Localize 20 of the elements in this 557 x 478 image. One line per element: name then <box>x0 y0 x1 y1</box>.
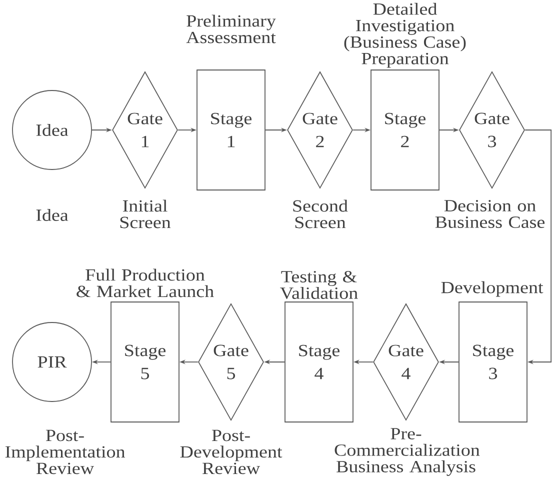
stage-box: Stage 5 <box>110 302 180 422</box>
stage-box: Stage 3 <box>458 302 528 422</box>
stage-box: Stage 4 <box>284 302 354 422</box>
node-caption: Detailed Investigation (Business Case) Preparation <box>344 2 466 68</box>
circle-node: PIR <box>12 322 92 402</box>
caption-text: Post- Implementation Review <box>5 430 126 474</box>
node-caption: Development <box>441 281 544 297</box>
node-caption: Testing & Validation <box>280 270 358 300</box>
elbow-arrow <box>524 130 552 364</box>
node-caption: Idea <box>36 209 68 221</box>
node-caption: Preliminary Assessment <box>186 14 276 44</box>
stage-box: Stage 1 <box>196 70 266 190</box>
node-caption: Full Production & Market Launch <box>76 268 214 298</box>
node-caption: Initial Screen <box>120 200 171 228</box>
circle-node: Idea <box>12 90 92 170</box>
stage-box: Stage 2 <box>370 70 440 190</box>
node-caption: Second Screen <box>293 200 348 228</box>
node-caption: Pre- Commercialization Business Analysis <box>334 428 480 476</box>
node-caption: Post- Development Review <box>180 430 282 474</box>
node-caption: Decision on Business Case <box>435 200 545 228</box>
